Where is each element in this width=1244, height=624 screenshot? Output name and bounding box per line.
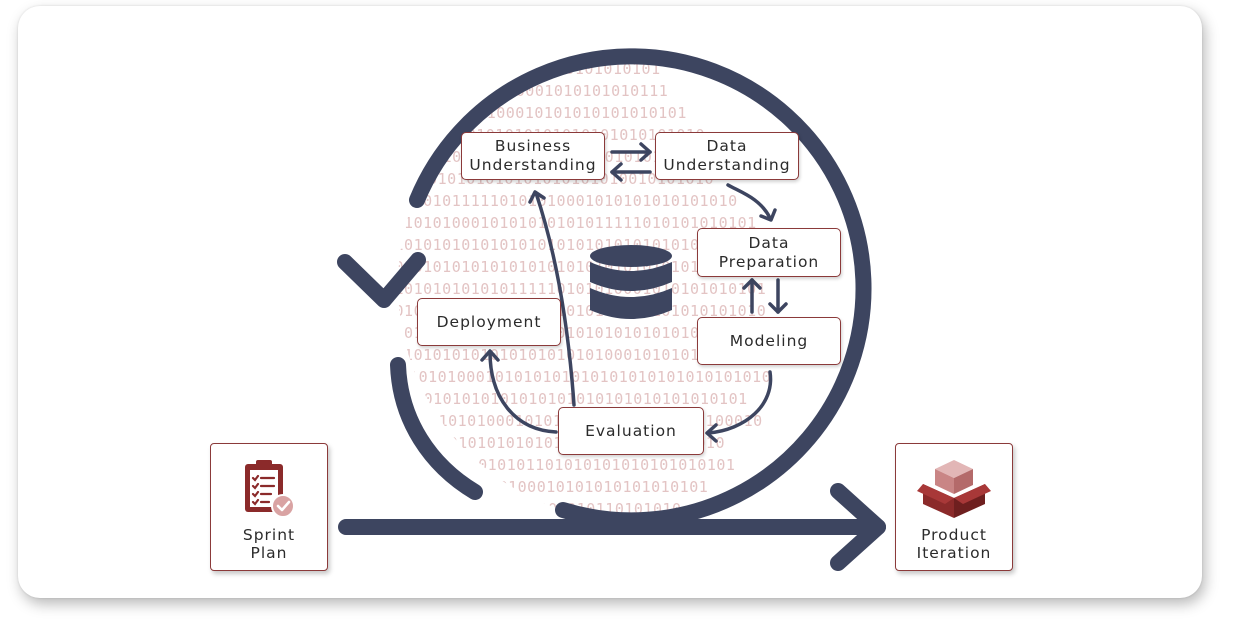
svg-text:010101010101011111010101000101: 0101010101010111110101010001010101010101	[385, 280, 766, 298]
clipboard-check-icon	[245, 460, 295, 518]
agile-cycle-arc	[409, 48, 872, 529]
cycle-arrowhead	[337, 252, 426, 308]
svg-text:101010101010101010101010101010: 1010101010101010101010101010101010101010	[385, 258, 766, 276]
arrow-evaluation-to-business	[534, 191, 576, 407]
sprint-plan-card: Sprint Plan	[210, 443, 328, 571]
svg-text:1010100010101010101010101: 1010100010101010101010101	[470, 478, 708, 496]
product-iteration-label: Product Iteration	[916, 526, 992, 562]
node-data-preparation-label: Data Preparation	[718, 233, 820, 271]
node-modeling: Modeling	[697, 317, 841, 365]
svg-text:010101010101010101010101010101: 0101010101010101010101010101010101010101	[385, 236, 766, 254]
database-icon	[590, 245, 672, 319]
arrow-understanding-to-preparation	[726, 183, 772, 220]
node-data-preparation: Data Preparation	[697, 228, 841, 277]
node-data-understanding: Data Understanding	[655, 132, 799, 180]
svg-text:101010100010101010101011111010: 101010100010101010101011111010101010101	[385, 214, 757, 232]
node-data-understanding-label: Data Understanding	[663, 137, 791, 174]
node-evaluation-label: Evaluation	[585, 421, 677, 440]
node-evaluation: Evaluation	[558, 407, 704, 455]
svg-text:010101011111010101000101010101: 0101010111110101010001010101010101010	[385, 192, 738, 210]
arrow-modeling-to-evaluation	[706, 370, 773, 435]
svg-text:010101010110101010101010101010: 0101010101101010101010101010101	[440, 456, 735, 474]
node-modeling-label: Modeling	[729, 331, 809, 350]
node-deployment-label: Deployment	[436, 312, 542, 331]
timeline-arrowhead	[830, 483, 886, 571]
sprint-plan-label: Sprint Plan	[242, 526, 296, 562]
node-deployment: Deployment	[417, 298, 561, 346]
node-business-understanding-label: Business Understanding	[469, 137, 597, 174]
node-business-understanding: Business Understanding	[461, 132, 605, 180]
product-iteration-card: Product Iteration	[895, 443, 1013, 571]
cycle-lower-stub	[390, 357, 483, 500]
svg-text:0101010100010101010101010101: 0101010100010101010101010101	[420, 104, 687, 122]
package-box-icon	[917, 460, 991, 518]
arrow-evaluation-to-deployment	[488, 350, 558, 434]
svg-text:011010100010101010101010101010: 0110101000101010101010101010101010101010	[390, 368, 771, 386]
svg-text:1010101010001010101010111: 1010101010001010101010111	[430, 82, 668, 100]
